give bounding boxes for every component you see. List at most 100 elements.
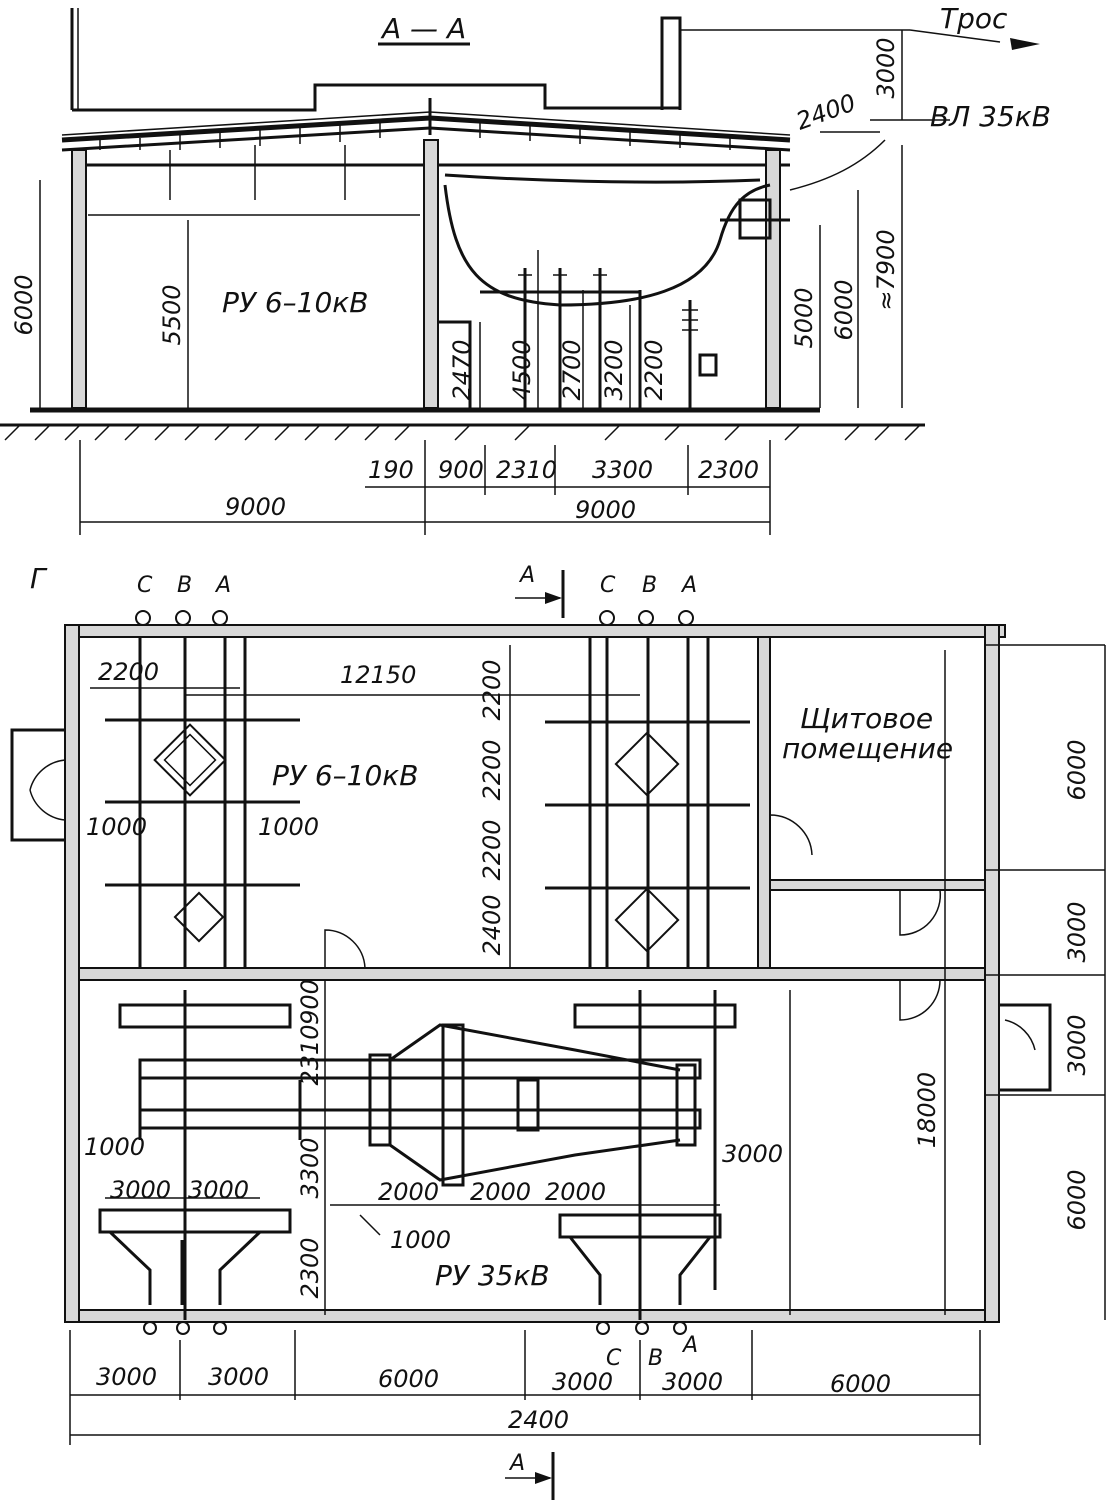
section-dim-lines (39, 30, 950, 535)
plan-dim-3300: 3300 (296, 1137, 324, 1198)
plan-dim-3000-a: 3000 (110, 1176, 171, 1204)
plan-dim-overall: 2400 (508, 1406, 569, 1434)
door-swing-3 (899, 889, 942, 936)
wall-bushings-bottom (143, 1321, 687, 1335)
plan-wall-right (984, 624, 1000, 1323)
insulator-hangers (169, 145, 346, 200)
phase-a-bottom: А (681, 1333, 698, 1358)
corner-mark: Г (30, 562, 48, 595)
ground-hatch (4, 424, 921, 441)
plan-dim-1000-a: 1000 (86, 813, 147, 841)
phase-b-top-left: В (177, 573, 192, 598)
plan-dim-2310: 2310 (296, 1024, 324, 1085)
phase-b-bottom: В (648, 1346, 663, 1371)
post-insulators (523, 268, 692, 408)
dim-6000-right: 6000 (830, 279, 858, 340)
reactor-grids-right (614, 731, 680, 953)
plan-dim-bottom-6000-b: 6000 (830, 1370, 891, 1398)
dim-3000-top: 3000 (872, 37, 900, 98)
entrance-left (10, 728, 65, 842)
plan-dim-12150: 12150 (340, 661, 416, 689)
dim-2300: 2300 (698, 456, 759, 484)
plan-dim-2000-a: 2000 (378, 1178, 439, 1206)
plan-wall-middle (78, 967, 986, 981)
plan-view: Г А А С В А С В А С В А (10, 562, 1106, 1500)
section-wall-left (71, 149, 87, 409)
phase-c-bottom: С (606, 1346, 622, 1371)
section-title: А — А (380, 12, 466, 45)
busbar-loop (443, 183, 771, 307)
dim-2400-top: 2400 (792, 88, 859, 135)
dim-4500: 4500 (508, 339, 536, 400)
label-line-35kv: ВЛ 35кВ (930, 100, 1051, 133)
dim-5500: 5500 (158, 284, 186, 345)
dim-3300: 3300 (592, 456, 653, 484)
reactor-grids-left (153, 723, 227, 943)
door-swing-1 (324, 929, 366, 969)
phase-c-top-left: С (137, 573, 153, 598)
section-mark-bottom: А (508, 1451, 525, 1476)
label-cable: Трос (940, 2, 1008, 35)
plan-dim-3000-r2: 3000 (1063, 1014, 1091, 1075)
dim-5000: 5000 (790, 287, 818, 348)
plan-dim-2200-a: 2200 (98, 658, 159, 686)
plan-dim-18000: 18000 (913, 1072, 941, 1148)
plan-dim-3000-r1: 3000 (1063, 901, 1091, 962)
label-room-6-10: РУ 6–10кВ (222, 286, 368, 319)
phase-a-top-left: А (214, 573, 231, 598)
plan-wall-bottom (64, 1309, 996, 1323)
dim-2700: 2700 (558, 339, 586, 400)
plan-dim-lines (69, 644, 1106, 1445)
plan-dim-6000-r2: 6000 (1063, 1169, 1091, 1230)
phase-a-top-right: А (680, 573, 697, 598)
plan-dim-1000-c: 1000 (84, 1133, 145, 1161)
dim-2200: 2200 (640, 339, 668, 400)
switchgear-35kv (98, 990, 737, 1320)
plan-dim-bottom-3000-d: 3000 (662, 1368, 723, 1396)
dim-6000-left: 6000 (10, 274, 38, 335)
door-swing-2 (769, 814, 813, 856)
plan-dim-2400: 2400 (478, 894, 506, 955)
drive-box (698, 353, 718, 377)
roof-truss (99, 122, 731, 150)
plan-dim-6000-r1: 6000 (1063, 739, 1091, 800)
label-control-room-1: Щитовое (800, 702, 933, 735)
roof-parapet (72, 83, 680, 112)
door-swing-4 (899, 979, 941, 1021)
plan-dim-2200-b: 2200 (478, 659, 506, 720)
entrance-right (999, 1003, 1052, 1092)
plan-dim-bottom-3000-b: 3000 (208, 1363, 269, 1391)
dim-2310: 2310 (496, 456, 557, 484)
control-room-partition (769, 879, 986, 891)
lightning-rod-right (660, 16, 682, 110)
plan-dim-bottom-3000-a: 3000 (96, 1363, 157, 1391)
control-room-wall (757, 636, 771, 969)
plan-wall-left (64, 624, 80, 1323)
label-control-room-2: помещение (782, 732, 953, 765)
dim-3200: 3200 (600, 339, 628, 400)
section-wall-right (765, 149, 781, 409)
plan-wall-top (64, 624, 1006, 638)
dim-7900: ≈7900 (872, 229, 900, 310)
plan-dim-2300: 2300 (296, 1237, 324, 1298)
section-mark-top: А (518, 563, 535, 588)
plan-dim-bottom-6000-a: 6000 (378, 1365, 439, 1393)
phase-c-top-right: С (600, 573, 616, 598)
section-view: А — А (0, 2, 1051, 535)
section-column-center (423, 139, 439, 409)
plan-dim-bottom-3000-c: 3000 (552, 1368, 613, 1396)
plan-dim-3000-b: 3000 (188, 1176, 249, 1204)
plan-dim-1000-d: 3000 (722, 1140, 783, 1168)
dim-9000-right: 9000 (575, 496, 636, 524)
switchgear-6-10-left (105, 637, 300, 968)
dim-9000-left: 9000 (225, 493, 286, 521)
plan-dim-900: 900 (296, 979, 324, 1025)
label-ru-6-10-plan: РУ 6–10кВ (272, 759, 418, 792)
wall-bushings-top (135, 610, 694, 626)
plan-dim-3000-c: 2000 (545, 1178, 606, 1206)
label-ru-35kv: РУ 35кВ (435, 1259, 550, 1292)
dim-900: 900 (438, 456, 484, 484)
plan-dim-1000-b: 1000 (258, 813, 319, 841)
